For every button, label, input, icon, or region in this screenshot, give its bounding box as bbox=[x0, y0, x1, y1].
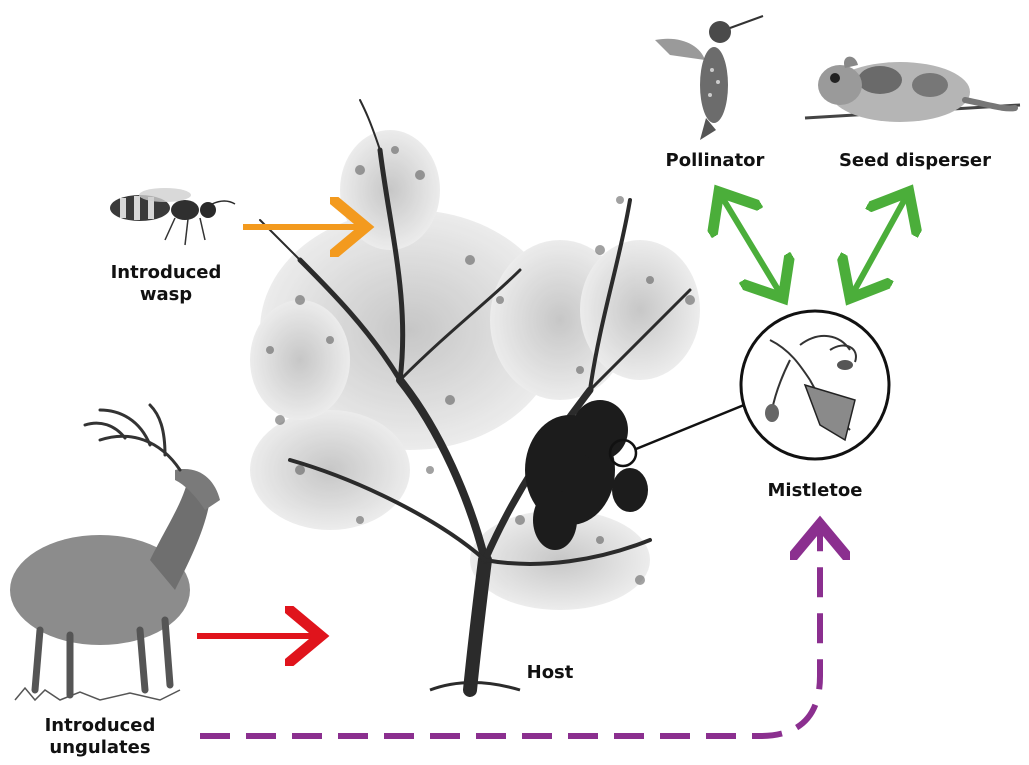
hummingbird-illustration bbox=[655, 16, 763, 140]
host-tree-illustration bbox=[250, 100, 700, 690]
seed-disperser-mistletoe-arrow bbox=[853, 197, 906, 293]
mistletoe-flower-illustration bbox=[741, 311, 889, 459]
monito-del-monte-illustration bbox=[805, 57, 1020, 122]
host-label-text: Host bbox=[515, 662, 585, 684]
introduced-wasp-label-line2: wasp bbox=[96, 284, 236, 306]
introduced-wasp-label: Introduced wasp bbox=[96, 262, 236, 306]
pollinator-label: Pollinator bbox=[650, 150, 780, 172]
introduced-ungulates-label-line2: ungulates bbox=[30, 737, 170, 759]
introduced-wasp-label-line1: Introduced bbox=[96, 262, 236, 284]
pollinator-label-text: Pollinator bbox=[650, 150, 780, 172]
introduced-ungulates-label: Introduced ungulates bbox=[30, 715, 170, 759]
seed-disperser-label: Seed disperser bbox=[830, 150, 1000, 172]
host-label: Host bbox=[515, 662, 585, 684]
pollinator-mistletoe-arrow bbox=[722, 197, 780, 293]
wasp-illustration bbox=[110, 188, 235, 245]
mistletoe-label-text: Mistletoe bbox=[755, 480, 875, 502]
mistletoe-label: Mistletoe bbox=[755, 480, 875, 502]
deer-illustration bbox=[10, 405, 220, 700]
introduced-ungulates-label-line1: Introduced bbox=[30, 715, 170, 737]
mistletoe-zoom-connector bbox=[610, 405, 744, 466]
seed-disperser-label-text: Seed disperser bbox=[830, 150, 1000, 172]
